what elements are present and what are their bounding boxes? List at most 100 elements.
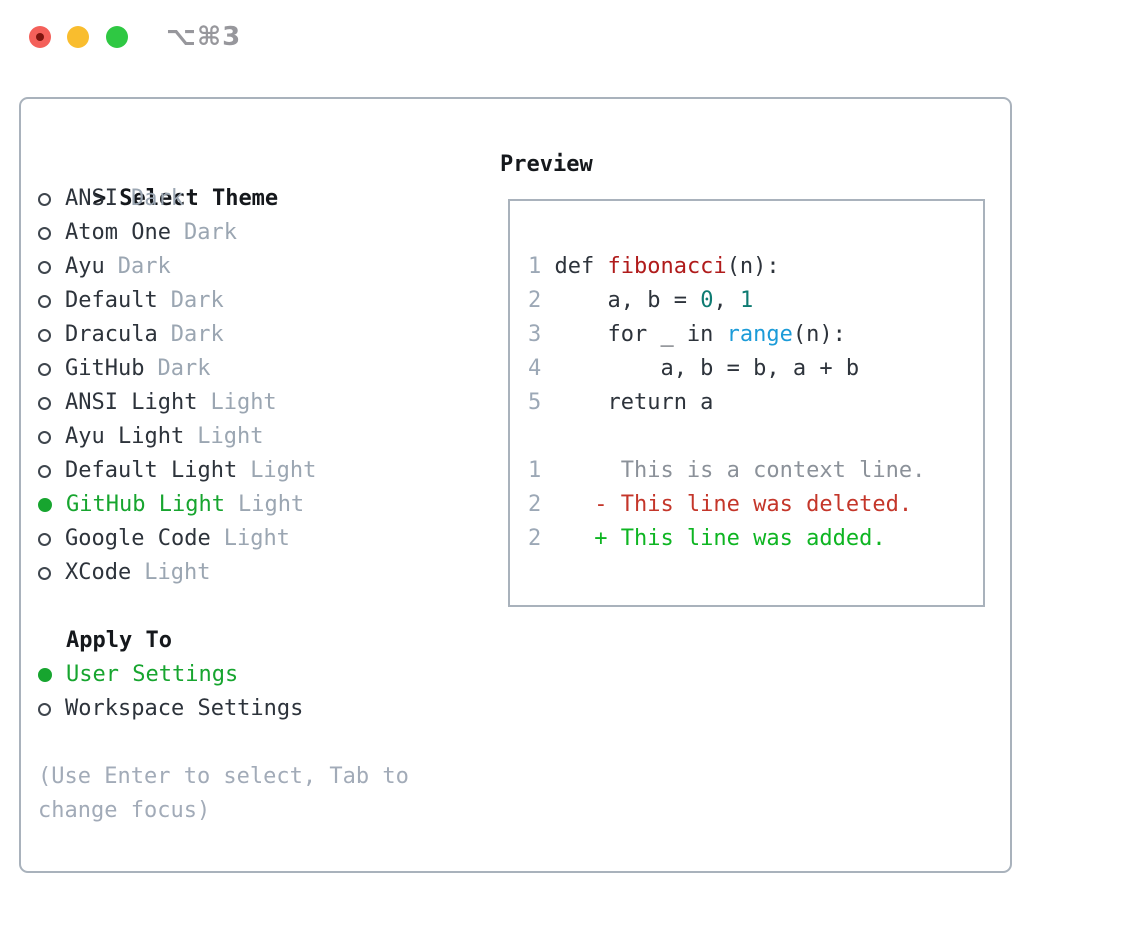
line-number: 5: [528, 390, 542, 415]
radio-unselected-icon: [38, 396, 51, 410]
option-label: Ayu Light: [65, 424, 185, 449]
code-token-deleted: - This line was deleted.: [554, 492, 913, 517]
apply-to-title: Apply To: [66, 628, 172, 653]
radio-unselected-icon: [38, 464, 51, 478]
option-label: ANSI Light: [65, 390, 198, 415]
option-label: User Settings: [66, 662, 239, 687]
option-label: ANSI: [65, 186, 118, 211]
code-line: 4 a, b = b, a + b: [528, 352, 925, 386]
radio-unselected-icon: [38, 294, 51, 308]
option-variant-label: Light: [223, 526, 290, 551]
code-line: 1 This is a context line.: [528, 454, 925, 488]
option-label: Atom One: [65, 220, 171, 245]
option-variant-label: Light: [197, 424, 264, 449]
option-variant-label: Light: [144, 560, 211, 585]
option-label: GitHub: [65, 356, 145, 381]
code-token-plain: a, b = b, a + b: [554, 356, 860, 381]
code-token-context: This is a context line.: [554, 458, 926, 483]
option-variant-label: Light: [210, 390, 277, 415]
zoom-button[interactable]: [106, 26, 128, 48]
theme-option-dracula[interactable]: Dracula Dark: [38, 318, 224, 352]
option-label: Ayu: [65, 254, 105, 279]
hint-line: (Use Enter to select, Tab to: [38, 764, 409, 789]
radio-selected-icon: [38, 668, 52, 682]
theme-list-title: > Select Theme: [40, 148, 278, 250]
option-label: Default: [65, 288, 158, 313]
code-token-plain: def: [554, 254, 608, 279]
code-token-plain: return a: [554, 390, 714, 415]
theme-option-xcode[interactable]: XCode Light: [38, 556, 210, 590]
preview-title: Preview: [500, 152, 593, 177]
close-button[interactable]: [29, 26, 51, 48]
theme-option-ayu[interactable]: Ayu Dark: [38, 250, 171, 284]
apply-option-workspace-settings[interactable]: Workspace Settings: [38, 692, 303, 726]
line-number: 2: [528, 492, 542, 517]
code-line: 3 for _ in range(n):: [528, 318, 925, 352]
line-number: 1: [528, 254, 542, 279]
radio-selected-icon: [38, 498, 52, 512]
radio-unselected-icon: [38, 328, 51, 342]
theme-option-ansi[interactable]: ANSI Dark: [38, 182, 184, 216]
option-variant-label: Dark: [130, 186, 184, 211]
line-number: 1: [528, 458, 542, 483]
keyboard-shortcut-label: ⌥⌘3: [166, 22, 242, 52]
apply-option-user-settings[interactable]: User Settings: [38, 658, 238, 692]
option-label: Workspace Settings: [65, 696, 304, 721]
code-line: 2 - This line was deleted.: [528, 488, 925, 522]
theme-option-default-light[interactable]: Default Light Light: [38, 454, 316, 488]
code-line: 2 a, b = 0, 1: [528, 284, 925, 318]
theme-option-google-code[interactable]: Google Code Light: [38, 522, 290, 556]
radio-unselected-icon: [38, 532, 51, 546]
theme-list-title-text: Select Theme: [119, 186, 279, 211]
hint-line: change focus): [38, 798, 211, 823]
hint-text: (Use Enter to select, Tab to change focus…: [38, 760, 409, 828]
radio-unselected-icon: [38, 430, 51, 444]
theme-option-ansi-light[interactable]: ANSI Light Light: [38, 386, 277, 420]
code-token-plain: ,: [713, 288, 740, 313]
radio-unselected-icon: [38, 362, 51, 376]
prompt-icon: >: [92, 186, 107, 211]
option-label: XCode: [65, 560, 132, 585]
code-token-plain: (n):: [726, 254, 780, 279]
line-number: 3: [528, 322, 542, 347]
titlebar: ⌥⌘3: [0, 0, 1140, 74]
radio-unselected-icon: [38, 702, 51, 716]
radio-unselected-icon: [38, 260, 51, 274]
option-label: Default Light: [65, 458, 238, 483]
line-number: 2: [528, 288, 542, 313]
code-token-plain: (n):: [792, 322, 846, 347]
option-label: Google Code: [65, 526, 211, 551]
code-line: 5 return a: [528, 386, 925, 420]
code-token-plain: a, b =: [554, 288, 701, 313]
option-variant-label: Dark: [117, 254, 171, 279]
code-token-added: + This line was added.: [554, 526, 886, 551]
radio-unselected-icon: [38, 192, 51, 206]
code-token-number: 0: [700, 288, 714, 313]
option-label: Dracula: [65, 322, 158, 347]
option-variant-label: Light: [237, 492, 305, 517]
option-variant-label: Dark: [170, 288, 224, 313]
theme-option-github[interactable]: GitHub Dark: [38, 352, 210, 386]
radio-unselected-icon: [38, 566, 51, 580]
line-number: 4: [528, 356, 542, 381]
minimize-button[interactable]: [67, 26, 89, 48]
code-line: 1 def fibonacci(n):: [528, 250, 925, 284]
option-label: GitHub Light: [66, 492, 225, 517]
option-variant-label: Dark: [170, 322, 224, 347]
theme-option-ayu-light[interactable]: Ayu Light Light: [38, 420, 263, 454]
option-variant-label: Light: [250, 458, 317, 483]
code-token-function: fibonacci: [607, 254, 727, 279]
theme-option-github-light[interactable]: GitHub Light Light: [38, 488, 304, 522]
theme-option-default[interactable]: Default Dark: [38, 284, 224, 318]
code-token-builtin: range: [726, 322, 793, 347]
radio-unselected-icon: [38, 226, 51, 240]
code-line: [528, 420, 925, 454]
line-number: 2: [528, 526, 542, 551]
option-variant-label: Dark: [157, 356, 211, 381]
code-token-plain: for _ in: [554, 322, 727, 347]
code-token-number: 1: [739, 288, 754, 313]
